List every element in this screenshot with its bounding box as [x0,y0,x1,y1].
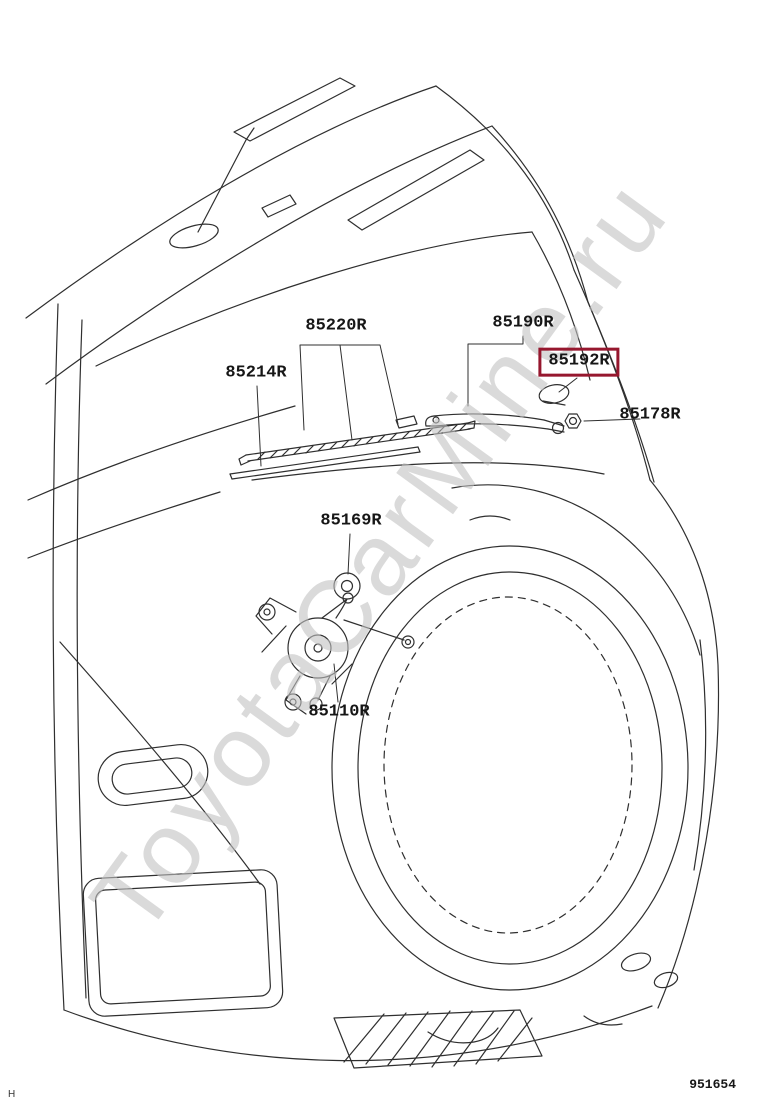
corner-mark: H [8,1089,16,1100]
figure-number: 951654 [689,1077,736,1092]
wiper-motor-drawing [255,592,415,715]
part-number-85220r[interactable]: 85220R [305,316,367,336]
part-number-85214r[interactable]: 85214R [225,363,287,383]
part-number-85190r[interactable]: 85190R [492,313,554,333]
pivot-cap-drawing [538,384,570,406]
part-number-85169r[interactable]: 85169R [320,511,382,531]
grommet-drawing [333,572,361,619]
spare-wheel-cover [331,484,701,991]
leader-lines [256,335,641,703]
part-number-85178r[interactable]: 85178R [619,405,681,425]
pivot-nut-drawing [564,413,582,429]
wiper-arm-drawing [425,413,565,435]
part-number-85192r-selected[interactable]: 85192R [538,347,620,377]
wiper-rubber-drawing [229,446,421,480]
part-number-85110r[interactable]: 85110R [308,702,370,722]
wiper-blade-drawing [238,415,476,466]
car-body-outline [25,77,720,1069]
